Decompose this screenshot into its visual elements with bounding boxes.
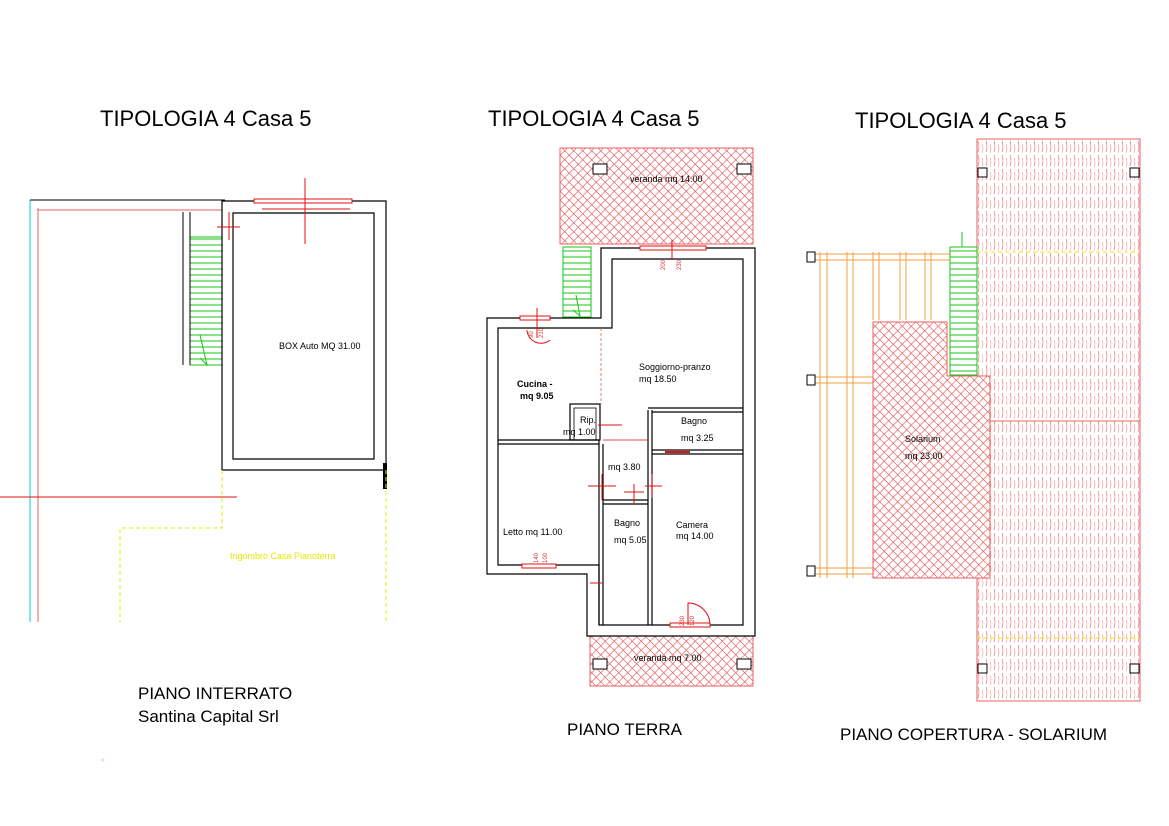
dim-5: 140 [534,552,540,563]
label-solarium-mq: mq 23.00 [905,451,943,461]
dim-6: 100 [543,552,549,563]
label-rip: Rip. [580,415,596,425]
label-veranda-top: veranda mq 14.00 [630,174,703,184]
label-box-auto: BOX Auto MQ 31.00 [279,341,361,351]
caption-terra: PIANO TERRA [567,720,683,739]
speck [101,758,105,762]
label-camera-mq: mq 14.00 [676,531,714,541]
caption-interrato: PIANO INTERRATO [138,684,292,703]
caption-owner: Santina Capital Srl [138,707,279,726]
dim-3: 90 [529,331,535,338]
title-terra: TIPOLOGIA 4 Casa 5 [488,106,700,131]
plan-copertura: Solarium mq 23.00 [806,138,1141,702]
label-letto: Letto mq 11.00 [503,527,562,537]
label-bagno-1-mq: mq 3.25 [681,433,714,443]
label-ingombro: Ingombro Casa Pianoterra [230,551,336,561]
label-disimpegno-mq: mq 3.80 [608,462,641,472]
label-camera: Camera [676,520,708,530]
label-cucina: Cucina - [517,379,553,389]
caption-copertura: PIANO COPERTURA - SOLARIUM [840,725,1107,744]
label-veranda-bottom: veranda mq 7.00 [634,653,702,663]
label-soggiorno: Soggiorno-pranzo [639,362,711,372]
dim-2: 230 [677,259,683,270]
dim-8: 120 [690,615,696,626]
title-copertura: TIPOLOGIA 4 Casa 5 [855,108,1067,133]
label-rip-mq: mq 1.00 [563,427,596,437]
label-bagno-2-mq: mq 5.05 [614,535,647,545]
label-cucina-mq: mq 9.05 [520,391,554,401]
dim-7: 230 [680,615,686,626]
label-solarium: Solarium [905,434,941,444]
label-bagno-1: Bagno [681,416,707,426]
title-interrato: TIPOLOGIA 4 Casa 5 [100,106,312,131]
label-bagno-2: Bagno [614,518,640,528]
plan-interrato: BOX Auto MQ 31.00 Ingombro Casa Pianoter… [0,178,387,622]
plan-terra: 200 230 90 210 140 100 230 120 veranda m… [486,147,756,687]
label-soggiorno-mq: mq 18.50 [639,374,677,384]
dim-4: 210 [539,327,545,338]
dim-1: 200 [661,259,667,270]
